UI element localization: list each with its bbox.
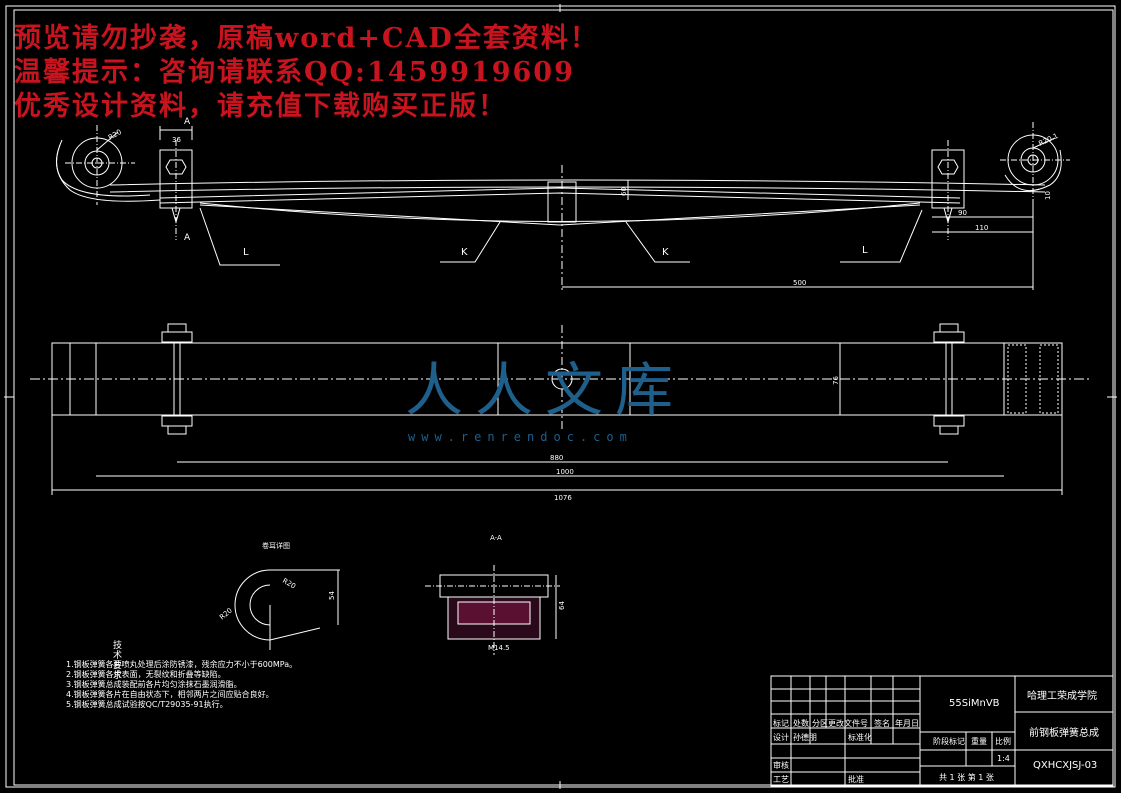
eye-detail-title: 卷耳详图 — [262, 541, 290, 550]
dim-right-eye-radius: R20.1 — [1037, 132, 1059, 148]
leader-label-l-left: L — [243, 247, 249, 258]
tech-requirements-title: 技术要求 — [113, 641, 123, 681]
title-block-grid — [770, 675, 1114, 787]
dim-center-height: 60 — [620, 187, 628, 196]
section-dim-w: M14.5 — [488, 644, 510, 652]
center-bolt-mark: 1 — [559, 375, 564, 384]
watermark-line-2: 温馨提示：咨询请联系QQ:1459919609 — [14, 57, 575, 88]
section-mark-top: A — [184, 117, 191, 127]
dim-clamp-width: 36 — [172, 136, 181, 144]
header-change-doc: 更改文件号 — [828, 719, 868, 728]
eye-dim-h: 54 — [328, 591, 336, 600]
dim-1000: 1000 — [556, 468, 574, 476]
header-sign: 签名 — [874, 719, 890, 728]
tech-item: 2.钢板弹簧各片表面，无裂纹和折叠等缺陷。 — [66, 670, 226, 679]
tech-item: 5.钢板弹簧总成试验按QC/T29035-91执行。 — [66, 700, 228, 709]
tech-item: 1.钢板弹簧各片喷丸处理后涂防锈漆，残余应力不小于600MPa。 — [66, 660, 298, 669]
tech-item: 4.钢板弹簧各片在自由状态下，相邻两片之间应贴合良好。 — [66, 690, 274, 699]
leader-label-l-right: L — [862, 245, 868, 256]
dim-10: 10 — [1044, 191, 1052, 200]
front-view — [56, 122, 1070, 290]
watermark-line-1: 预览请勿抄袭，原稿word+CAD全套资料！ — [14, 23, 599, 54]
section-title: A-A — [490, 534, 502, 542]
row-standard-label: 标准化 — [848, 733, 872, 742]
header-mark: 标记 — [773, 719, 789, 728]
tech-requirements-list: 1.钢板弹簧各片喷丸处理后涂防锈漆，残余应力不小于600MPa。 2.钢板弹簧各… — [66, 660, 396, 710]
eye-detail-view — [234, 569, 340, 650]
drawing-name: 前钢板弹簧总成 — [1029, 728, 1099, 739]
dim-110: 110 — [975, 224, 988, 232]
dim-90: 90 — [958, 209, 967, 217]
scale: 1:4 — [997, 754, 1010, 763]
leader-label-k-right: K — [662, 247, 669, 258]
renrendoc-url: www.renrendoc.com — [408, 430, 633, 444]
watermark-line-3: 优秀设计资料，请充值下载购买正版！ — [14, 91, 507, 122]
dim-left-eye-radius: R20 — [107, 128, 123, 142]
drawing-number: QXHCXJSJ-03 — [1033, 760, 1098, 771]
dim-width-76: 76 — [832, 376, 840, 385]
weight-label: 重量 — [971, 737, 987, 746]
row-audit-label: 审核 — [773, 761, 789, 770]
material: 55SiMnVB — [949, 698, 1000, 709]
section-dim-h: 64 — [558, 601, 566, 610]
renrendoc-logo: 人人文库 — [405, 356, 686, 424]
leader-label-k-left: K — [461, 247, 468, 258]
header-count: 处数 — [793, 719, 809, 728]
header-date: 年月日 — [895, 719, 919, 728]
section-a-a-view — [425, 565, 560, 655]
header-zone: 分区 — [812, 719, 828, 728]
sheet-count: 共 1 张 第 1 张 — [939, 773, 994, 782]
plan-view — [30, 323, 1090, 495]
eye-dim-angle: R20 — [281, 577, 297, 591]
eye-dim-r: R20 — [218, 607, 234, 622]
title-block: 55SiMnVB 哈理工荣成学院 前钢板弹簧总成 1:4 共 1 张 第 1 张… — [771, 676, 1113, 786]
stage-mark-label: 阶段标记 — [933, 737, 965, 746]
section-mark-bottom: A — [184, 233, 191, 243]
row-process-label: 工艺 — [773, 775, 789, 784]
dim-1076: 1076 — [554, 494, 572, 502]
tech-item: 3.钢板弹簧总成装配前各片均匀涂抹石墨润滑脂。 — [66, 680, 242, 689]
dim-span-half: 500 — [793, 279, 806, 287]
school-name: 哈理工荣成学院 — [1027, 691, 1097, 702]
scale-label: 比例 — [995, 737, 1011, 746]
row-design-name: 孙德朋 — [793, 733, 817, 742]
dim-bolt-span: 880 — [550, 454, 563, 462]
row-approve-label: 批准 — [848, 775, 864, 784]
row-design-label: 设计 — [773, 733, 789, 742]
